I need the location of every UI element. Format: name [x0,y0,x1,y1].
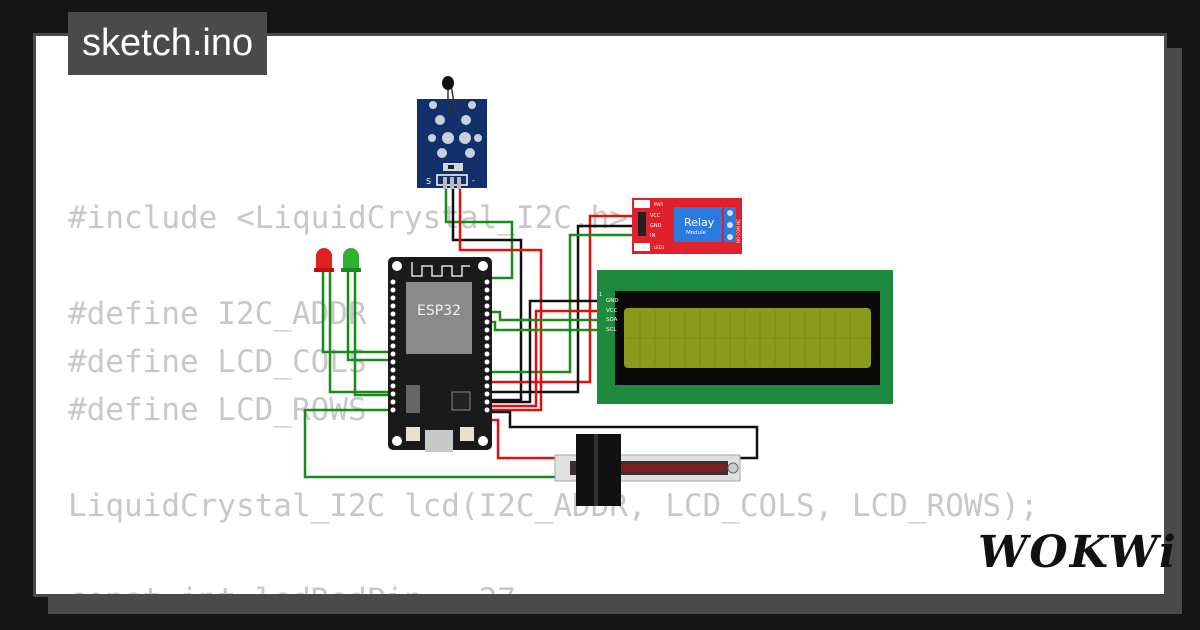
wokwi-logo: WOKWi [978,527,1178,578]
wire-led-green-anode [346,272,394,362]
relay-terminals: NO COM NC [736,219,741,243]
esp32-left-pins [390,279,396,413]
wire-sensor-gnd [458,185,543,412]
lcd-pin-sda: SDA [606,317,618,323]
wire-pot-gnd [490,410,759,460]
esp32-chip-label: ESP32 [417,303,461,319]
wire-sensor-vcc [451,185,523,402]
wire-pot-signal [303,408,560,479]
wire-sensor-signal [444,185,514,280]
lcd-pin-header: 1 [599,292,602,298]
wire-led-red-cathode [328,272,394,394]
wire-pot-vcc [490,418,560,460]
lcd-pin-gnd: GND [606,298,619,304]
wire-led-green-cathode [353,272,394,397]
led-red [314,248,334,272]
wire-relay-in [484,233,640,374]
slide-potentiometer [554,434,741,506]
led-green [341,248,361,272]
lcd-display: 1 GND VCC SDA SCL [597,270,893,404]
wire-lcd-sda [484,310,603,322]
relay-led-label: LED1 [654,245,665,250]
relay-subtitle: Module [686,230,707,236]
wire-lcd-vcc [484,309,603,408]
relay-title: Relay [684,216,715,229]
wires [303,185,759,479]
relay-module: Relay Module PWR LED1 VCC GND IN NO COM … [632,198,742,254]
sensor-pin-minus: - [472,176,475,185]
wire-lcd-scl [484,320,603,332]
wire-led-red-anode [321,272,394,354]
thermistor-module: S - [417,76,487,189]
esp32-board: ESP32 [388,257,492,452]
sensor-pin-s: S [426,177,431,186]
lcd-pin-vcc: VCC [606,308,618,314]
relay-pin-in: IN [650,233,655,239]
sketch-title: sketch.ino [68,12,268,75]
relay-pin-vcc: VCC [650,213,661,219]
wire-lcd-gnd [484,299,603,404]
esp32-right-pins [484,279,490,413]
relay-pwr-label: PWR [654,202,663,207]
lcd-pin-scl: SCL [606,327,617,333]
relay-pin-gnd: GND [650,223,662,229]
